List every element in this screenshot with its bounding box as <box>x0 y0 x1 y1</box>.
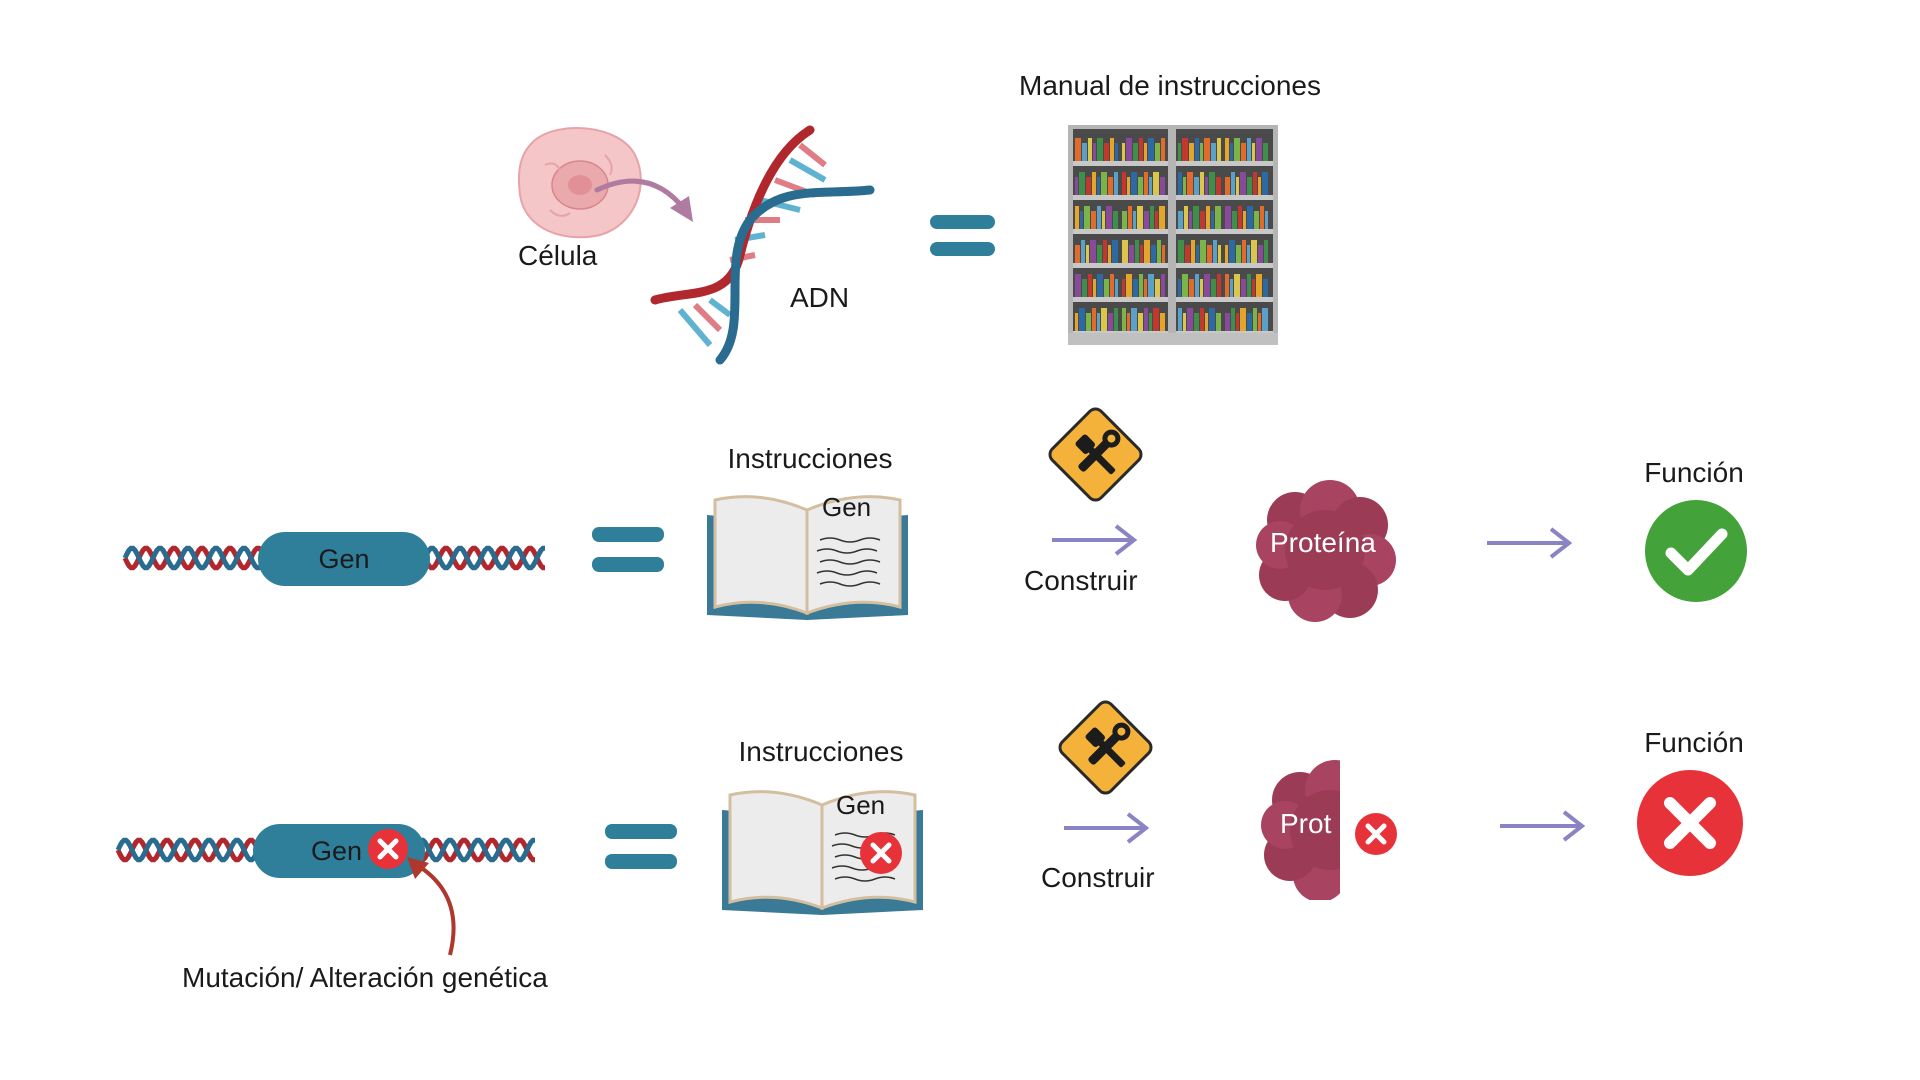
equals-icon <box>605 824 677 869</box>
result-arrow <box>1487 527 1573 559</box>
bookshelf-icon <box>1068 125 1278 345</box>
protein-error-x-icon <box>1355 813 1397 855</box>
build-label: Construir <box>1024 565 1138 596</box>
build-arrow <box>1064 812 1150 844</box>
result-arrow <box>1500 810 1586 842</box>
protein-label: Proteína <box>1270 527 1376 558</box>
cell-to-dna-arrow <box>594 178 693 222</box>
protein-blob <box>1256 480 1396 622</box>
tools-sign-icon <box>1048 407 1143 502</box>
dna-strand-right <box>422 545 545 571</box>
gene-label: Gen <box>318 543 370 574</box>
cell-label: Célula <box>518 240 598 271</box>
book-gene-label: Gen <box>822 492 872 522</box>
protein-half-blob <box>1260 760 1340 900</box>
book-gene-label: Gen <box>836 790 886 820</box>
mutation-x-icon <box>368 829 408 869</box>
instructions-title: Instrucciones <box>738 736 904 767</box>
mutation-label: Mutación/ Alteración genética <box>182 962 548 993</box>
dna-strand-left <box>115 837 261 863</box>
gene-segment: Gen <box>258 532 430 586</box>
build-label: Construir <box>1041 862 1155 893</box>
protein-label: Prot <box>1280 808 1332 839</box>
open-book-icon <box>707 495 908 620</box>
equals-icon <box>930 215 995 256</box>
function-label: Función <box>1644 457 1744 488</box>
gene-label: Gen <box>311 835 363 866</box>
dna-strand-left <box>122 545 268 571</box>
dna-helix-icon <box>650 125 875 365</box>
cross-icon <box>1637 770 1743 876</box>
mutation-pointer-arrow <box>407 857 456 956</box>
dna-label: ADN <box>790 282 850 313</box>
cell-illustration <box>517 127 642 239</box>
instructions-title: Instrucciones <box>727 443 893 474</box>
build-arrow <box>1052 524 1138 556</box>
dna-strand-right <box>412 837 535 863</box>
library-label: Manual de instrucciones <box>1019 70 1321 101</box>
tools-sign-icon <box>1058 700 1153 795</box>
book-error-x-icon <box>860 832 902 874</box>
equals-icon <box>592 527 664 572</box>
function-label: Función <box>1644 727 1744 758</box>
check-icon <box>1645 500 1747 602</box>
